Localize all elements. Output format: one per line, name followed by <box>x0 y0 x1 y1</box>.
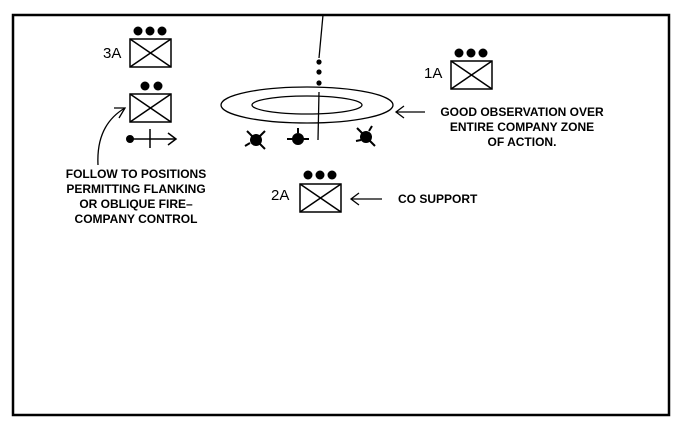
follow-note-line: COMPANY CONTROL <box>74 212 198 226</box>
follow-note-line: FOLLOW TO POSITIONS <box>65 167 207 181</box>
observation-note-line: OF ACTION. <box>487 135 557 149</box>
co-support-pointer-arrow <box>349 192 382 206</box>
observation-note-line: ENTIRE COMPANY ZONE <box>449 120 595 134</box>
unit-3a-label: 3A <box>103 45 122 62</box>
movement-arrow-symbol <box>126 129 178 148</box>
follow-note-line: OR OBLIQUE FIRE– <box>79 197 193 211</box>
observation-note: GOOD OBSERVATION OVER ENTIRE COMPANY ZON… <box>426 105 618 150</box>
axis-dot <box>316 69 322 75</box>
strength-dot <box>327 170 337 180</box>
follow-note: FOLLOW TO POSITIONS PERMITTING FLANKING … <box>52 167 220 227</box>
unit-2a-label: 2A <box>271 187 290 204</box>
unit-2a-symbol <box>299 170 342 213</box>
axis-line <box>316 14 324 141</box>
strength-dot <box>153 81 163 91</box>
axis-dot <box>316 59 322 65</box>
co-support-note: CO SUPPORT <box>398 192 478 206</box>
unit-3a-symbol <box>129 26 172 68</box>
follow-note-line: PERMITTING FLANKING <box>66 182 206 196</box>
observation-pointer-arrow <box>394 105 425 119</box>
strength-dot <box>145 26 155 36</box>
strength-dot <box>315 170 325 180</box>
weapon-symbol-right <box>355 125 376 147</box>
axis-dot <box>316 80 322 86</box>
weapon-symbol-left <box>244 130 266 150</box>
strength-dot <box>454 48 464 58</box>
strength-dot <box>303 170 313 180</box>
follow-pointer-arrow <box>97 107 127 166</box>
strength-dot <box>466 48 476 58</box>
unit-1a-label: 1A <box>424 65 443 82</box>
unit-support-symbol <box>129 81 172 123</box>
strength-dot <box>157 26 167 36</box>
observation-note-line: GOOD OBSERVATION OVER <box>440 105 604 119</box>
weapon-symbol-center <box>287 128 309 145</box>
strength-dot <box>140 81 150 91</box>
strength-dot <box>478 48 488 58</box>
observation-zone <box>220 86 394 124</box>
strength-dot <box>133 26 143 36</box>
diagram-frame <box>11 13 671 417</box>
unit-1a-symbol <box>450 48 493 90</box>
